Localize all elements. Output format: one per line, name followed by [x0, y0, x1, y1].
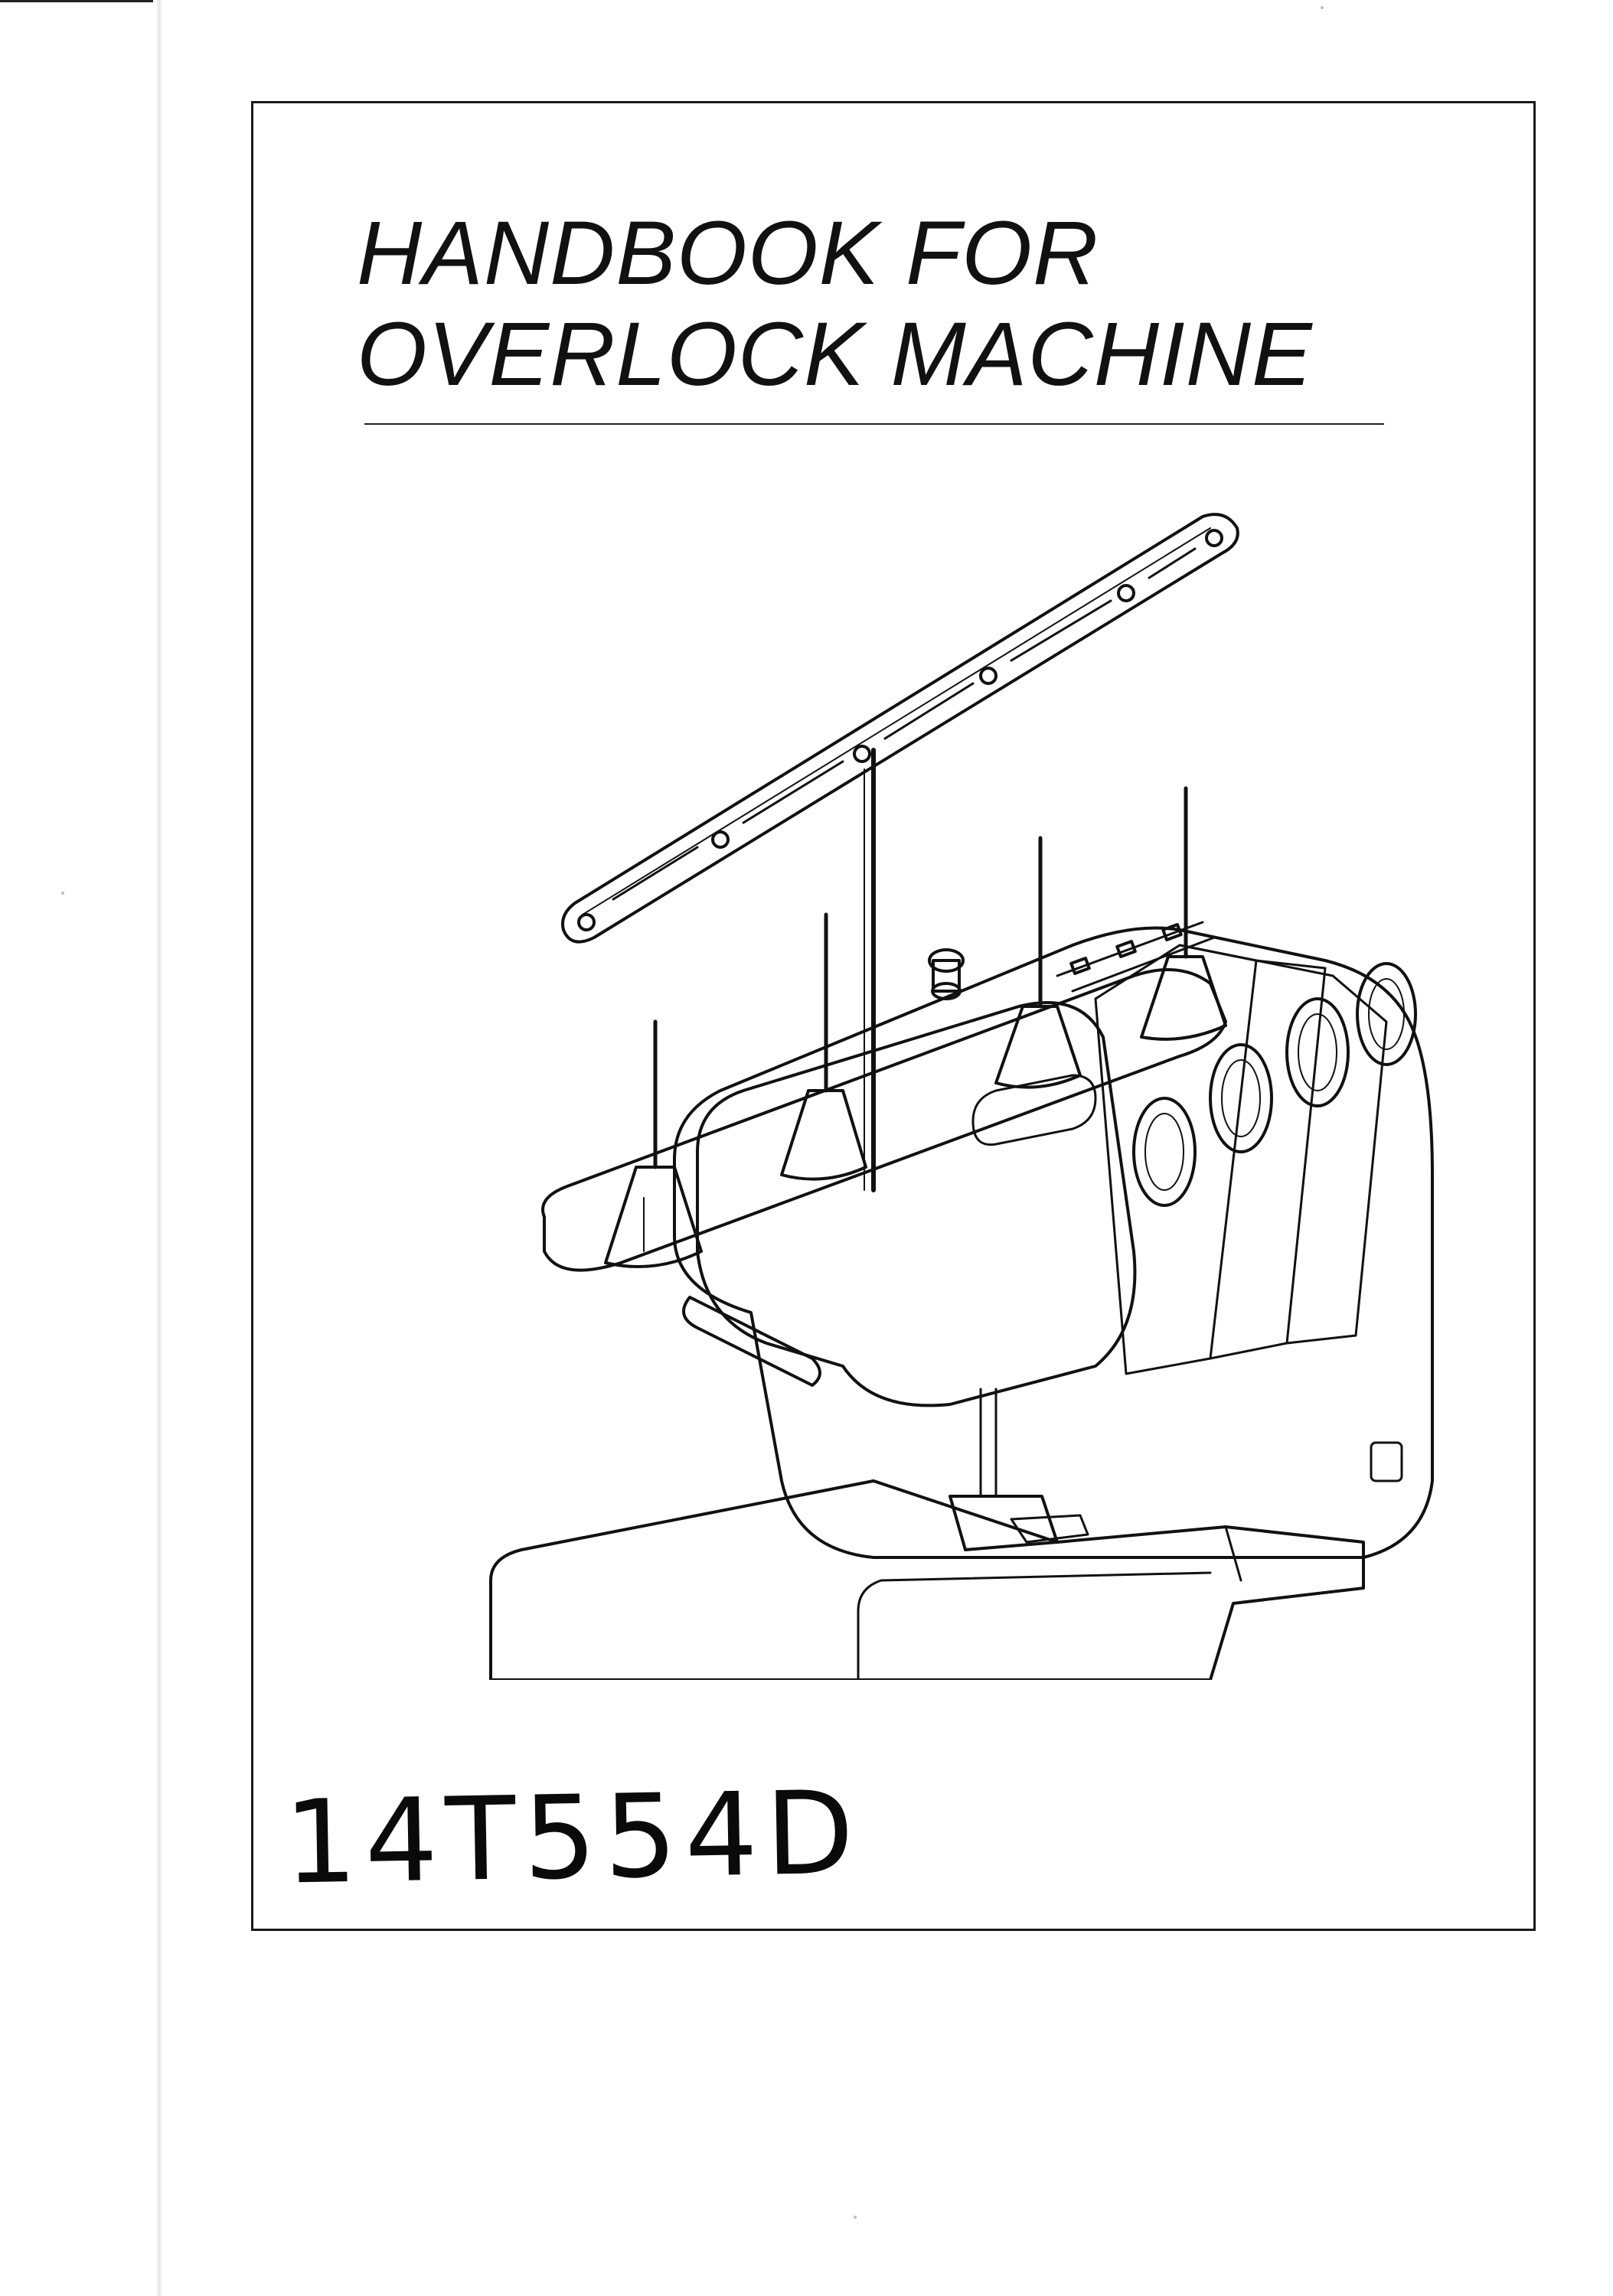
- spool-base: [541, 968, 1227, 1272]
- front-cover: [696, 1001, 1137, 1407]
- thread-guide-bar: [561, 513, 1239, 944]
- cover-frame: HANDBOOK FOR OVERLOCK MACHINE: [251, 101, 1536, 1931]
- title-line-2: OVERLOCK MACHINE: [357, 304, 1313, 406]
- tension-dial-4: [1356, 962, 1417, 1066]
- spool-pin-1: [604, 1019, 703, 1268]
- spool-pin-3: [994, 836, 1082, 1089]
- spool-pin-2: [780, 912, 867, 1181]
- title-underline: [364, 423, 1384, 425]
- scan-speck: [1321, 6, 1324, 9]
- needle-and-presser-foot: [949, 1388, 1089, 1551]
- pressure-knob: [928, 948, 965, 1000]
- binding-shadow: [157, 0, 162, 2296]
- machine-bed: [489, 1479, 1365, 1680]
- carry-handle: [682, 1296, 821, 1387]
- spool-pin-4: [1140, 786, 1227, 1041]
- title-block: HANDBOOK FOR OVERLOCK MACHINE: [357, 203, 1429, 405]
- model-number-handwritten: 14T554D: [282, 1766, 863, 1910]
- scan-speck: [61, 892, 64, 895]
- scan-edge-mark: [0, 0, 153, 2]
- scan-speck: [854, 2216, 857, 2219]
- title-line-1: HANDBOOK FOR: [357, 203, 1099, 304]
- tension-dial-2: [1209, 1043, 1273, 1153]
- tension-dial-3: [1285, 997, 1350, 1107]
- tension-dial-1: [1132, 1097, 1197, 1207]
- overlock-machine-illustration: [489, 513, 1434, 1680]
- machine-upper-body: [673, 926, 1434, 1559]
